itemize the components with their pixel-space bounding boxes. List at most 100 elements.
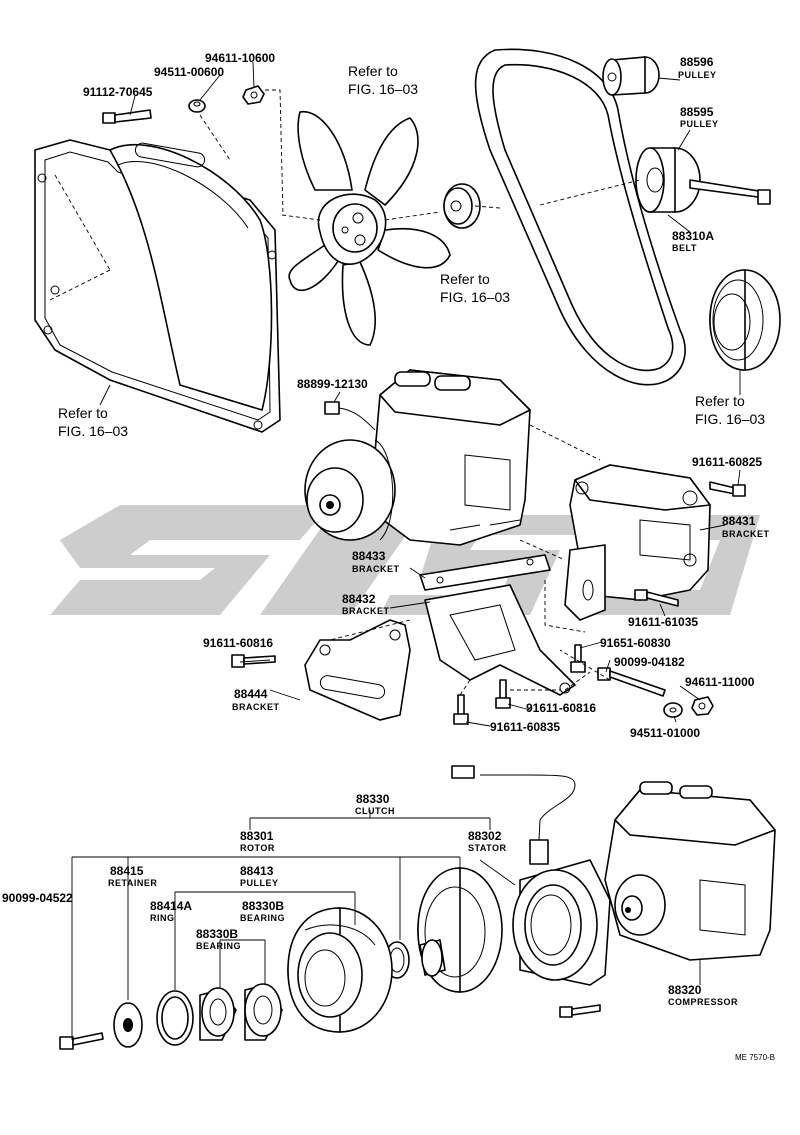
label-88302: 88302 (468, 829, 502, 843)
label-ref-shroud-1: Refer to (58, 405, 108, 421)
label-91611-60835: 91611-60835 (490, 720, 560, 734)
stator-bolt (559, 1004, 601, 1018)
label-94611-10600: 94611-10600 (205, 51, 275, 65)
label-91611-60816-right: 91611-60816 (526, 701, 596, 715)
bracket-88432 (424, 584, 576, 696)
label-88330b-b-desc: BEARING (196, 941, 241, 951)
label-88899-12130: 88899-12130 (297, 377, 368, 391)
label-88310a: 88310A (672, 229, 714, 243)
bolt-91611-61035 (634, 589, 679, 607)
label-88444-desc: BRACKET (232, 702, 280, 712)
bracket-88433 (419, 554, 551, 591)
label-ref-shroud-2: FIG. 16–03 (58, 423, 128, 439)
bolt-91611-60816-right (495, 679, 511, 709)
label-88596-desc: PULLEY (678, 70, 717, 80)
leader-fan-bolts (199, 89, 284, 216)
clutch-group-leaders (71, 810, 701, 1040)
label-88444: 88444 (234, 687, 268, 701)
label-88302-desc: STATOR (468, 843, 507, 853)
bracket-88444 (304, 619, 411, 721)
label-88301-desc: ROTOR (240, 843, 275, 853)
labels: 91112-70645 94511-00600 94611-10600 Refe… (2, 51, 775, 1062)
label-88320: 88320 (668, 983, 702, 997)
upper-leaders (99, 61, 741, 727)
label-88413-desc: PULLEY (240, 878, 279, 888)
bearing-88330b-inner (199, 987, 237, 1041)
label-88301: 88301 (240, 829, 274, 843)
label-88433: 88433 (352, 549, 386, 563)
label-ref-fan-2: FIG. 16–03 (348, 81, 418, 97)
label-88413: 88413 (240, 864, 274, 878)
label-91611-60816-left: 91611-60816 (203, 636, 273, 650)
bolt-91112-70645 (102, 109, 152, 124)
v-belt (474, 48, 686, 386)
label-88415-desc: RETAINER (108, 878, 157, 888)
label-88595: 88595 (680, 105, 714, 119)
leader-pulley-88595 (539, 179, 641, 206)
label-88330b-b: 88330B (196, 927, 238, 941)
nut-94611-11000 (691, 696, 714, 716)
label-88330-desc: CLUTCH (355, 806, 395, 816)
bolt-90099-04522 (59, 1032, 104, 1050)
label-88320-desc: COMPRESSOR (668, 997, 738, 1007)
label-ref-fan-1: Refer to (348, 63, 398, 79)
label-ref-pulley-1: Refer to (695, 393, 745, 409)
snap-ring-88414a (156, 990, 194, 1046)
pulley-88413 (287, 907, 393, 1033)
fan-shroud (34, 139, 281, 433)
label-90099-04522: 90099-04522 (2, 891, 73, 905)
bolt-91651-60830 (570, 644, 586, 673)
idler-pulley-88596 (602, 56, 660, 96)
label-ref-hub-2: FIG. 16–03 (440, 289, 510, 305)
label-88431: 88431 (722, 514, 756, 528)
label-94611-11000: 94611-11000 (685, 675, 755, 689)
label-94511-01000: 94511-01000 (630, 726, 700, 740)
label-90099-04182: 90099-04182 (614, 655, 685, 669)
label-88330b-a: 88330B (242, 899, 284, 913)
label-91611-60825: 91611-60825 (692, 455, 762, 469)
nut-94611-10600 (242, 85, 265, 105)
label-88433-desc: BRACKET (352, 564, 400, 574)
label-88431-desc: BRACKET (722, 529, 770, 539)
compressor-88320 (604, 781, 776, 961)
label-88414a-desc: RING (150, 913, 175, 923)
figure-code: ME 7570-B (735, 1053, 775, 1062)
washer-94511-01000 (663, 702, 683, 718)
label-88310a-desc: BELT (672, 243, 697, 253)
crankshaft-pulley (709, 269, 781, 371)
stator-88302 (451, 765, 611, 986)
bearing-88330b-outer (244, 983, 283, 1041)
retainer-88415 (113, 1002, 143, 1048)
bolt-91611-60816-left (231, 654, 276, 668)
bolt-91611-60835 (453, 694, 469, 725)
washer-94511-00600 (188, 99, 206, 113)
label-94511-00600: 94511-00600 (154, 65, 224, 79)
label-88330b-a-desc: BEARING (240, 913, 285, 923)
cooling-fan (288, 110, 451, 346)
label-91611-61035: 91611-61035 (628, 615, 698, 629)
label-88414a: 88414A (150, 899, 192, 913)
label-91112-70645: 91112-70645 (83, 85, 153, 99)
leader-fan-axis (281, 205, 501, 221)
label-ref-hub-1: Refer to (440, 271, 490, 287)
label-ref-pulley-2: FIG. 16–03 (695, 411, 765, 427)
label-88432-desc: BRACKET (342, 606, 390, 616)
connector-88899-12130 (324, 401, 376, 431)
label-88415: 88415 (110, 864, 144, 878)
watermark-shape-1 (50, 505, 330, 615)
rotor-88301 (417, 867, 503, 993)
bolt-90099-04182 (597, 667, 666, 697)
label-88330: 88330 (356, 792, 390, 806)
label-88595-desc: PULLEY (680, 119, 719, 129)
bracket-88431 (564, 464, 711, 621)
fan-spacer (443, 183, 481, 229)
label-88432: 88432 (342, 592, 376, 606)
label-91651-60830: 91651-60830 (600, 636, 671, 650)
label-88596: 88596 (680, 55, 714, 69)
leader-assembly-center (329, 424, 611, 696)
compressor-mounted (304, 369, 531, 546)
bolt-91611-60825 (709, 481, 746, 497)
idler-pulley-88595 (635, 147, 771, 213)
